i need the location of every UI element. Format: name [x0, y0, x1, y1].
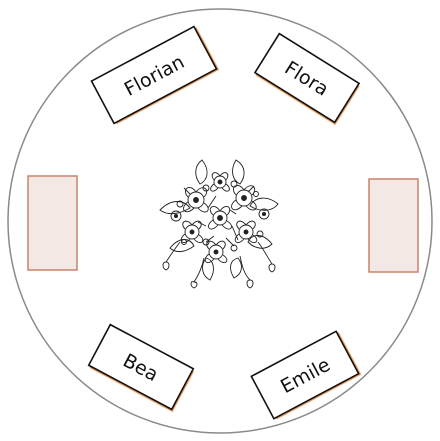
- empty-seat-left[interactable]: [28, 176, 77, 270]
- empty-seat-right[interactable]: [369, 179, 418, 272]
